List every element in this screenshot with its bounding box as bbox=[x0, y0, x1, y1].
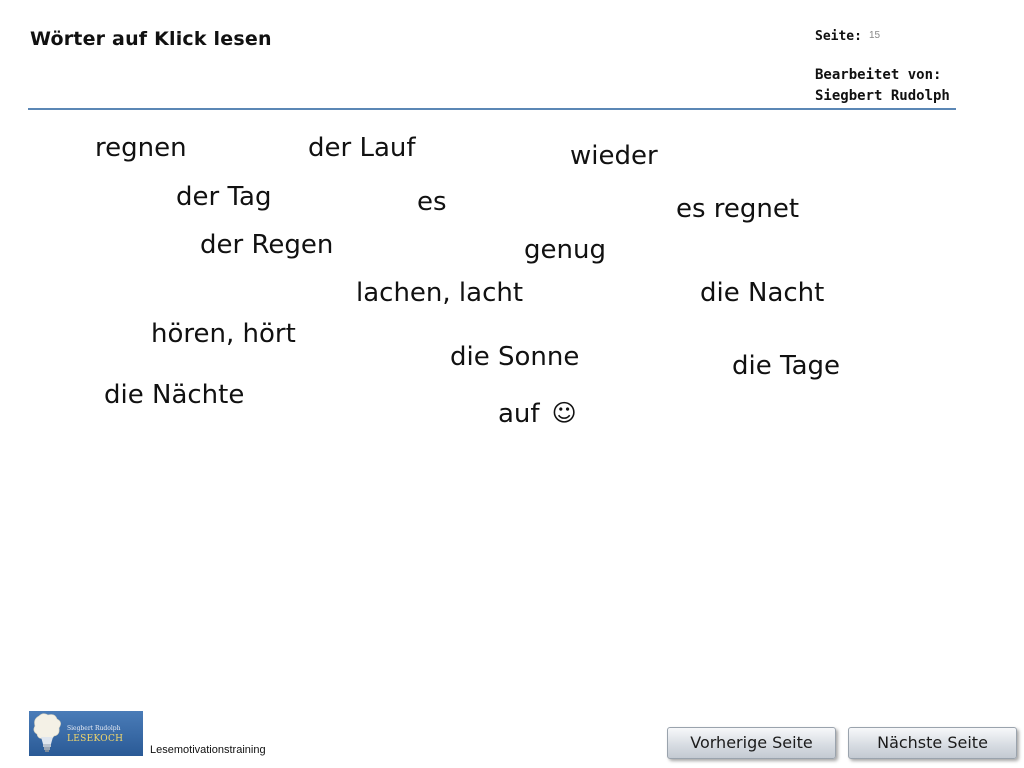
author-name: Siegbert Rudolph bbox=[815, 88, 950, 104]
logo-author: Siegbert Rudolph bbox=[67, 725, 121, 732]
word-regnen[interactable]: regnen bbox=[95, 133, 187, 163]
word-es-regnet[interactable]: es regnet bbox=[676, 194, 800, 224]
lightbulb-icon bbox=[33, 713, 61, 752]
word-auf-container[interactable]: auf ☺ bbox=[498, 399, 577, 429]
word-wieder[interactable]: wieder bbox=[570, 141, 658, 171]
page-title: Wörter auf Klick lesen bbox=[30, 28, 272, 50]
smiley-icon: ☺ bbox=[551, 399, 577, 427]
header-divider bbox=[28, 108, 956, 110]
edited-by-label: Bearbeitet von: bbox=[815, 67, 942, 83]
word-lachen-lacht[interactable]: lachen, lacht bbox=[356, 278, 524, 308]
next-page-button[interactable]: Nächste Seite bbox=[848, 727, 1017, 759]
word-der-regen[interactable]: der Regen bbox=[200, 230, 334, 260]
word-die-naechte[interactable]: die Nächte bbox=[104, 380, 245, 410]
page-label: Seite: bbox=[815, 29, 862, 44]
lesekoch-logo: Siegbert Rudolph LESEKOCH bbox=[29, 711, 143, 756]
word-auf[interactable]: auf bbox=[498, 399, 540, 429]
word-hoeren-hoert[interactable]: hören, hört bbox=[151, 319, 296, 349]
word-die-tage[interactable]: die Tage bbox=[732, 351, 840, 381]
word-der-tag[interactable]: der Tag bbox=[176, 182, 272, 212]
word-die-nacht[interactable]: die Nacht bbox=[700, 278, 825, 308]
word-es[interactable]: es bbox=[417, 187, 447, 217]
word-der-lauf[interactable]: der Lauf bbox=[308, 133, 416, 163]
logo-brand: LESEKOCH bbox=[67, 734, 124, 744]
previous-page-button[interactable]: Vorherige Seite bbox=[667, 727, 836, 759]
footer-label: Lesemotivationstraining bbox=[150, 744, 266, 756]
word-genug[interactable]: genug bbox=[524, 235, 606, 265]
word-die-sonne[interactable]: die Sonne bbox=[450, 342, 580, 372]
page-number: 15 bbox=[869, 30, 881, 41]
